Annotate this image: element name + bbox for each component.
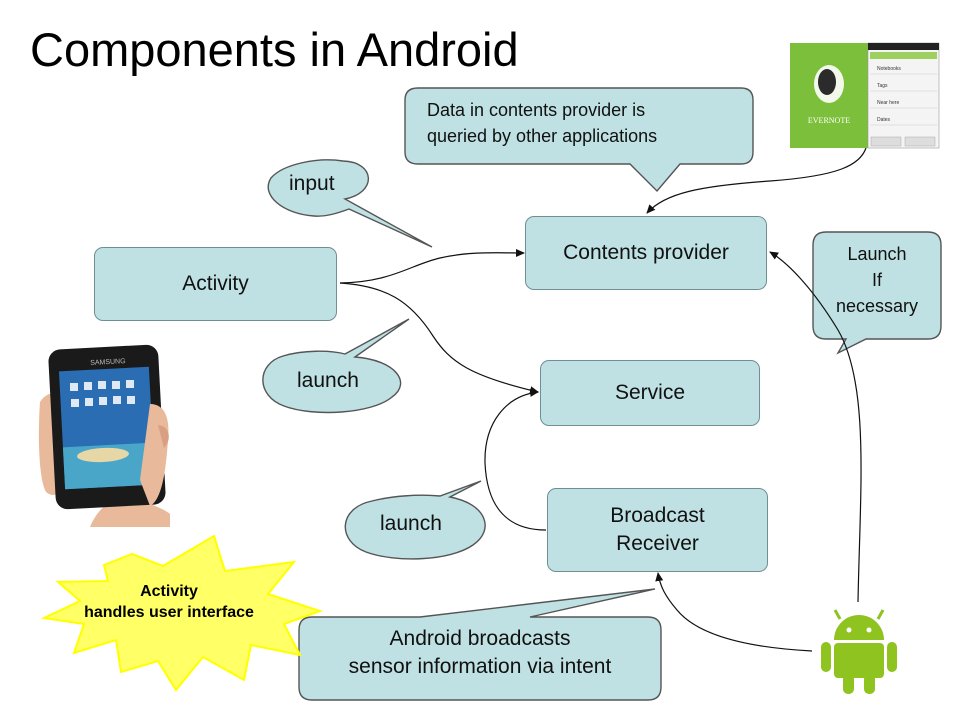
arrow-evernote-to-contents-provider	[646, 147, 867, 214]
launch-if-necessary-line: If	[871, 270, 882, 291]
callout-launch-activity	[262, 318, 410, 414]
broadcast-note-line: sensor information via intent	[348, 655, 612, 679]
input-callout-text: input	[289, 172, 335, 195]
contents-provider-note-line: queried by other applications	[427, 126, 658, 147]
evernote-image: EVERNOTE Notebooks Tags Near here Dates	[790, 42, 940, 149]
contents-provider-label: Contents provider	[563, 240, 729, 264]
starburst-text: Activity handles user interface	[44, 582, 294, 624]
contents-provider-box: Contents provider	[525, 216, 767, 290]
arrow-activity-to-contents-provider	[339, 248, 525, 284]
broadcast-receiver-label-line1: Broadcast	[610, 503, 705, 527]
android-robot-icon	[821, 609, 897, 694]
launch-if-necessary-line: Launch	[847, 244, 907, 264]
callout-broadcast-note	[298, 588, 662, 701]
launch-broadcast-callout-text: launch	[380, 512, 442, 535]
broadcast-receiver-label-line2: Receiver	[616, 532, 699, 555]
contents-provider-note-line: Data in contents provider is	[427, 100, 646, 120]
callout-launch-broadcast	[344, 480, 486, 560]
callout-launch-if-necessary	[812, 231, 942, 355]
launch-if-necessary-text: Launch If necessary	[818, 241, 936, 319]
service-label: Service	[614, 380, 686, 404]
evernote-list-item: Notebooks	[877, 66, 901, 72]
callout-contents-provider-note	[404, 87, 754, 193]
broadcast-note-line: Android broadcasts	[389, 627, 571, 650]
service-box: Service	[540, 360, 760, 426]
tablet-brand-text: SAMSUNG	[90, 358, 126, 367]
starburst-line: handles user interface	[84, 603, 254, 621]
broadcast-note-text: Android broadcasts sensor information vi…	[300, 625, 660, 682]
evernote-list-item: Near here	[877, 100, 899, 106]
launch-if-necessary-line: necessary	[835, 296, 919, 317]
arrow-android-to-contents-provider	[769, 251, 862, 603]
page-title: Components in Android	[30, 23, 519, 76]
broadcast-receiver-box: Broadcast Receiver	[547, 488, 768, 572]
starburst-line: Activity	[140, 583, 198, 600]
launch-activity-callout-text: launch	[297, 369, 359, 392]
evernote-list-item: Tags	[877, 83, 888, 89]
contents-provider-note-text: Data in contents provider is queried by …	[427, 97, 657, 149]
arrow-activity-to-service	[339, 282, 539, 395]
callout-input	[267, 159, 433, 248]
tablet-image: SAMSUNG	[38, 344, 170, 527]
activity-box: Activity	[94, 247, 337, 321]
starburst-shape	[40, 534, 324, 692]
evernote-list-item: Dates	[877, 117, 891, 123]
arrow-android-to-receiver	[655, 572, 813, 652]
activity-label: Activity	[182, 271, 249, 295]
evernote-logo-text: EVERNOTE	[808, 116, 850, 125]
arrow-receiver-to-service	[484, 388, 547, 531]
